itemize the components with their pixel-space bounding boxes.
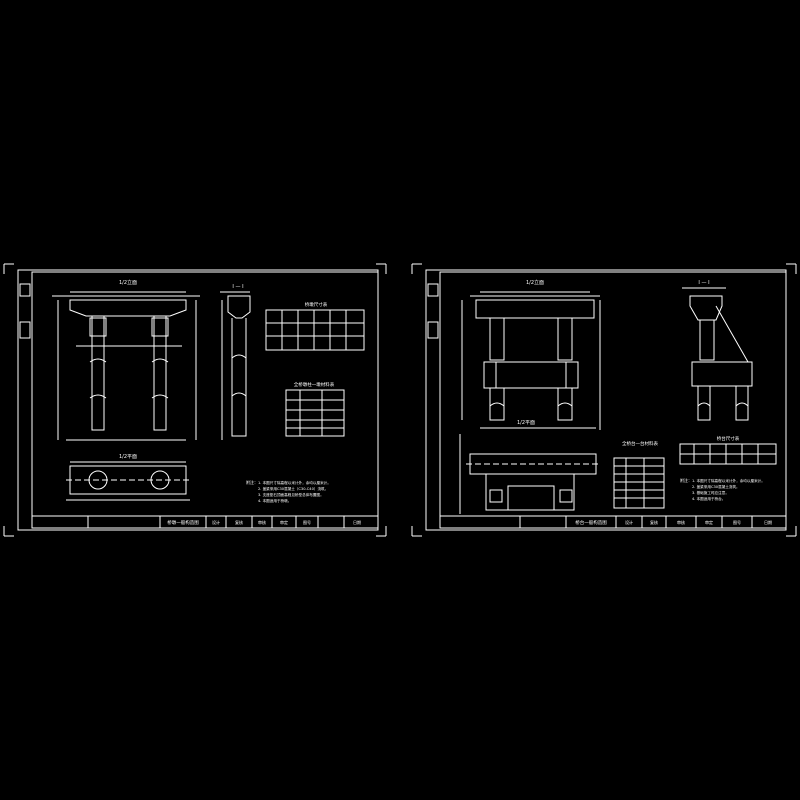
sheet-right-text: 1/2立面 I — I 1/2平面 桥台尺寸表 全桥台一台材料表 附注： 1. … xyxy=(517,279,772,526)
note-line: 3. 支座垫石顶面高程见桥型总体布置图。 xyxy=(258,492,324,497)
notes-heading: 附注： xyxy=(680,477,692,483)
sheet-frame xyxy=(425,269,787,531)
table-1 xyxy=(679,443,777,465)
title-block-cell: 复核 xyxy=(235,519,243,525)
title-block-cell: 审核 xyxy=(258,519,266,525)
title-block-cell: 复核 xyxy=(650,519,658,525)
note-line: 1. 本图尺寸除高程以米计外，余均以厘米计。 xyxy=(258,480,331,485)
title-block-cell: 审定 xyxy=(280,519,288,525)
table-1-title: 桥墩尺寸表 xyxy=(305,301,328,308)
binding-strip xyxy=(427,283,439,339)
abutment-plan xyxy=(459,434,600,514)
pier-section xyxy=(220,291,251,440)
title-block-drawing-title: 桥墩一般构造图 xyxy=(167,519,199,526)
corner-marks xyxy=(411,263,797,537)
title-block-cell: 设计 xyxy=(212,519,220,525)
title-block-cell: 图号 xyxy=(303,519,311,525)
elevation-label: 1/2立面 xyxy=(526,279,544,286)
title-block xyxy=(32,515,378,528)
sheet-left xyxy=(3,263,387,537)
section-label: I — I xyxy=(232,284,243,290)
binding-strip xyxy=(19,283,31,339)
pier-plan xyxy=(66,461,190,501)
note-line: 2. 盖梁采用C30混凝土（C30-C40）浇筑。 xyxy=(258,486,328,491)
table-1 xyxy=(265,309,365,351)
abutment-section xyxy=(682,287,753,421)
title-block-cell: 日期 xyxy=(764,519,772,525)
sheet-left-text: 1/2立面 I — I 1/2平面 桥墩尺寸表 全桥墩柱一墩材料表 附注： 1.… xyxy=(119,279,361,526)
sheet-border xyxy=(439,271,787,529)
table-2-title: 全桥台一台材料表 xyxy=(622,440,658,447)
plan-label: 1/2平面 xyxy=(517,420,535,426)
table-2-title: 全桥墩柱一墩材料表 xyxy=(294,381,335,388)
plan-label: 1/2平面 xyxy=(119,454,137,460)
note-line: 1. 本图尺寸除高程以米计外，余均以厘米计。 xyxy=(692,478,765,483)
table-2 xyxy=(285,389,345,437)
title-block-cell: 设计 xyxy=(625,519,633,525)
sheet-right xyxy=(411,263,797,537)
table-1-title: 桥台尺寸表 xyxy=(717,435,740,442)
note-line: 2. 盖梁采用C30混凝土浇筑。 xyxy=(692,484,740,489)
section-label: I — I xyxy=(698,280,709,286)
title-block-cell: 审定 xyxy=(705,519,713,525)
table-2 xyxy=(613,457,665,509)
note-line: 4. 本图适用于桥台。 xyxy=(692,496,725,501)
corner-marks xyxy=(3,263,387,537)
note-line: 4. 本图适用于桥墩。 xyxy=(258,498,291,503)
notes-heading: 附注： xyxy=(246,479,258,485)
title-block-cell: 日期 xyxy=(353,519,361,525)
sheet-border xyxy=(31,271,379,529)
abutment-elevation xyxy=(461,291,601,430)
elevation-label: 1/2立面 xyxy=(119,279,137,286)
title-block xyxy=(440,515,786,528)
pier-elevation xyxy=(52,291,200,441)
note-line: 3. 基础施工时应注意。 xyxy=(692,490,729,495)
title-block-cell: 图号 xyxy=(733,519,741,525)
title-block-cell: 审核 xyxy=(677,519,685,525)
title-block-drawing-title: 桥台一般构造图 xyxy=(575,519,607,526)
